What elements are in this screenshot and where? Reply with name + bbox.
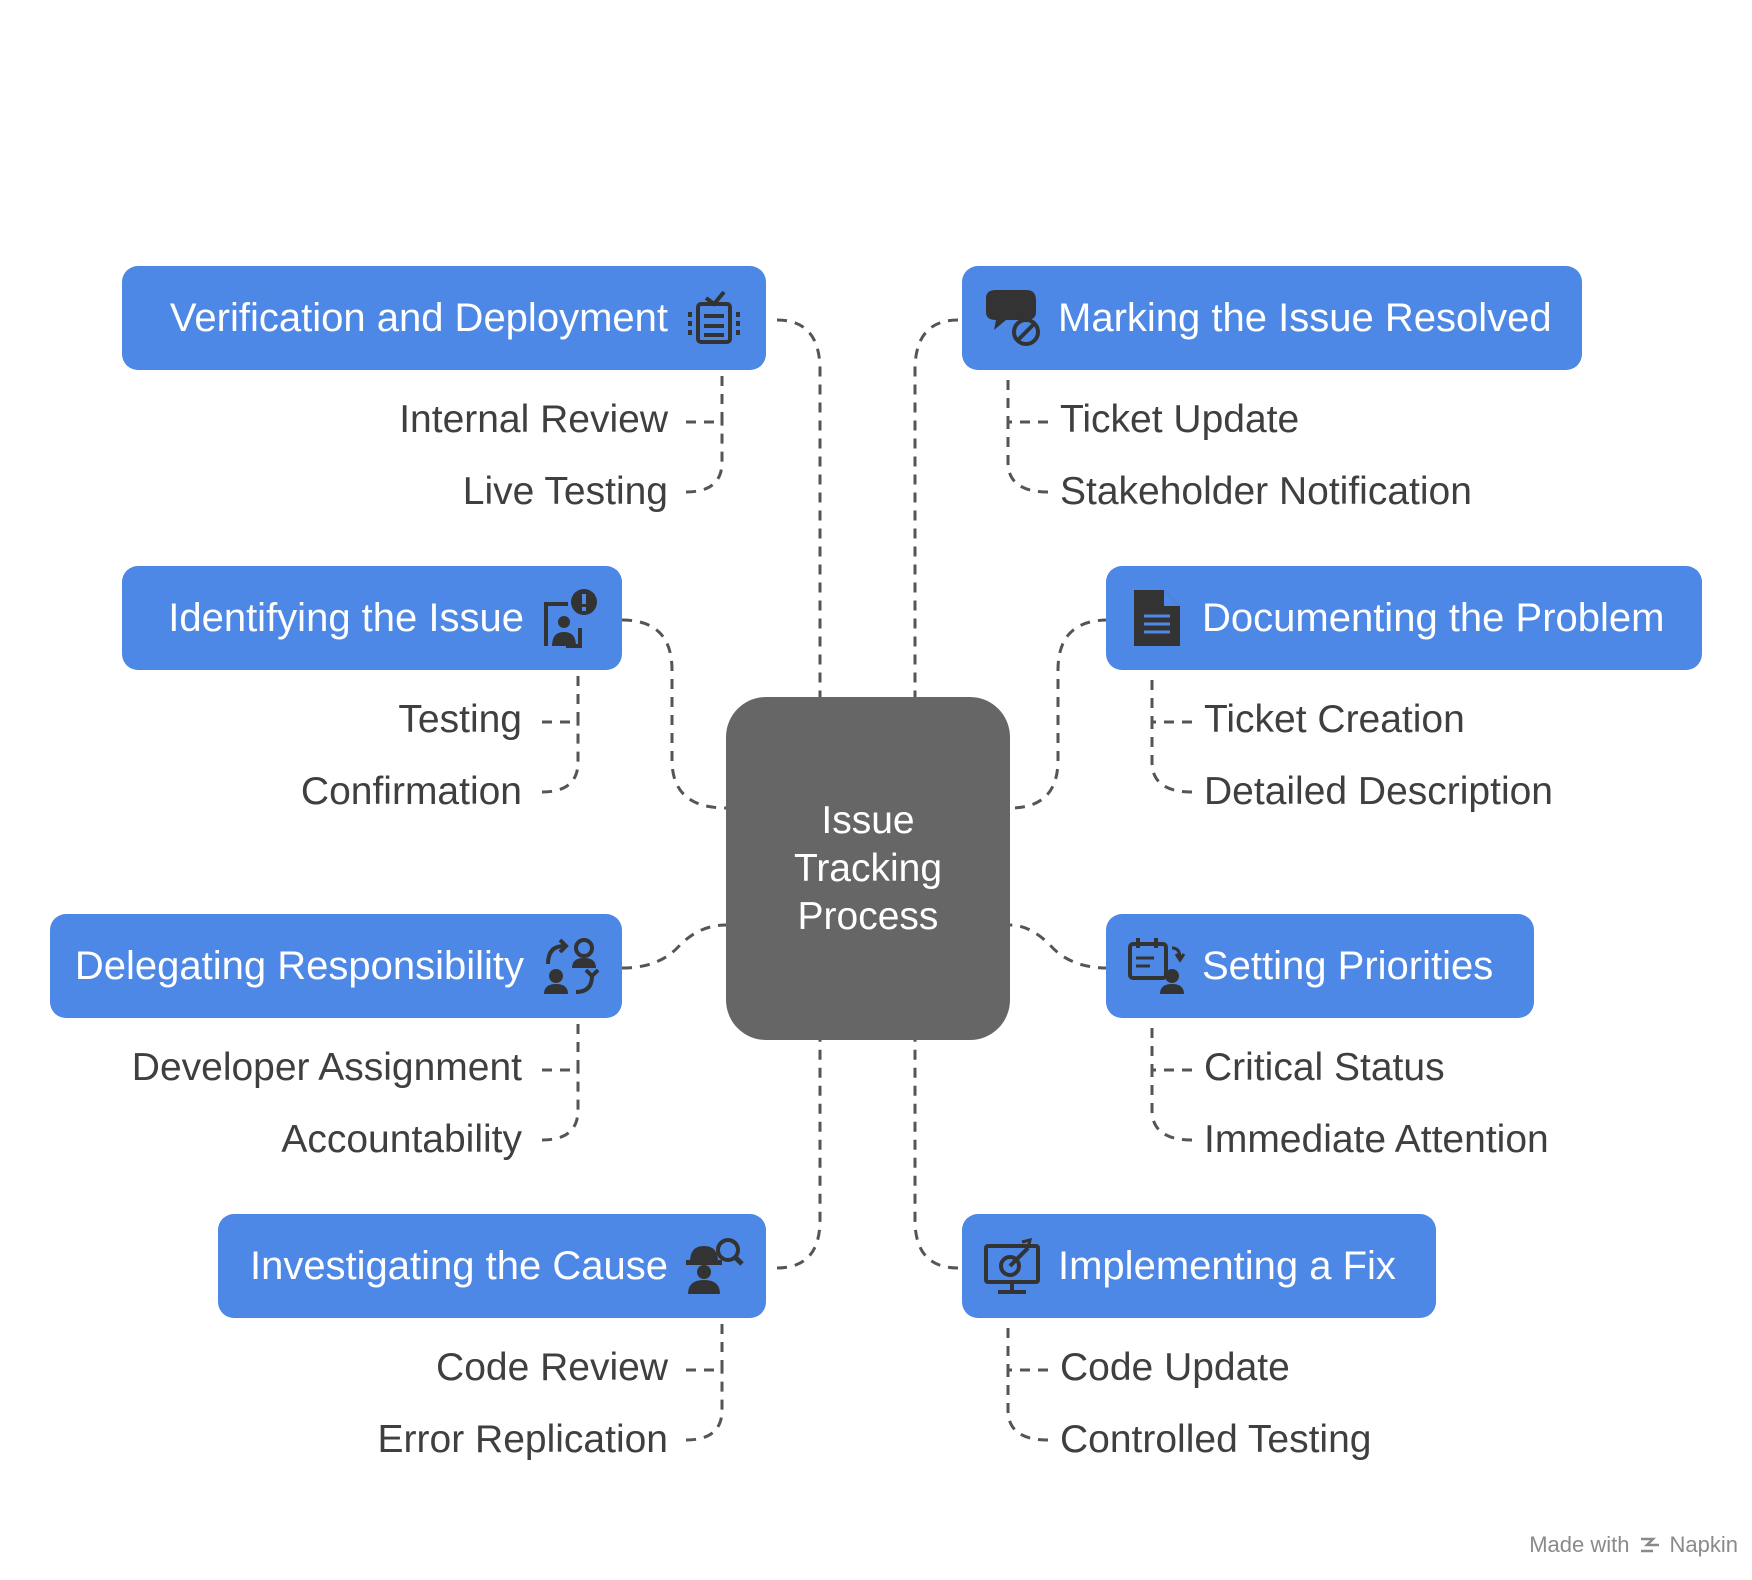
document-icon <box>1126 588 1186 648</box>
sub-connector-marking-1 <box>1006 372 1048 424</box>
topic-label: Verification and Deployment <box>169 295 668 340</box>
topic-label: Delegating Responsibility <box>74 943 524 988</box>
watermark: Made with Napkin <box>1529 1532 1738 1558</box>
watermark-brand: Napkin <box>1669 1532 1738 1557</box>
subtopic-ticket-creation: Ticket Creation <box>1204 698 1465 741</box>
connector-marking <box>913 318 959 697</box>
subtopic-developer-assignment: Developer Assignment <box>131 1046 522 1089</box>
connector-implementing <box>913 1040 959 1270</box>
topic-documenting: Documenting the Problem <box>1106 566 1702 670</box>
checklist-icon <box>684 288 744 348</box>
sub-connector-delegating-1 <box>542 1020 580 1072</box>
topic-priorities: Setting Priorities <box>1106 914 1534 1018</box>
person-alert-icon <box>540 588 600 648</box>
sub-connector-identifying-1 <box>542 672 580 724</box>
subtopic-stakeholder-notification: Stakeholder Notification <box>1060 470 1472 513</box>
watermark-text: Made with <box>1529 1532 1630 1557</box>
sub-connector-documenting-1 <box>1150 672 1192 724</box>
connector-delegating <box>621 923 727 970</box>
sub-connector-verification-2 <box>685 422 724 494</box>
connector-documenting <box>1009 618 1109 810</box>
connector-identifying <box>621 618 727 810</box>
subtopic-immediate-attention: Immediate Attention <box>1204 1118 1549 1161</box>
topic-label: Documenting the Problem <box>1202 595 1665 640</box>
napkin-logo-icon <box>1640 1537 1659 1553</box>
sub-connector-investigating-1 <box>686 1320 724 1372</box>
connector-investigating <box>776 1040 822 1270</box>
monitor-target-icon <box>982 1236 1042 1296</box>
subtopic-code-review: Code Review <box>436 1346 668 1389</box>
central-topic-title: Issue Tracking Process <box>793 798 943 938</box>
sub-connector-implementing-2 <box>1006 1370 1049 1442</box>
topic-delegating: Delegating Responsibility <box>50 914 622 1018</box>
calendar-person-icon <box>1126 936 1186 996</box>
sub-connector-marking-2 <box>1006 422 1049 494</box>
connector-verification <box>776 318 822 697</box>
subtopic-confirmation: Confirmation <box>300 770 522 813</box>
sub-connector-implementing-1 <box>1006 1320 1048 1372</box>
topic-label: Identifying the Issue <box>168 595 524 640</box>
people-swap-icon <box>540 936 600 996</box>
chat-blocked-icon <box>982 288 1042 348</box>
topic-identifying: Identifying the Issue <box>122 566 622 670</box>
topic-investigating: Investigating the Cause <box>218 1214 766 1318</box>
subtopic-ticket-update: Ticket Update <box>1060 398 1300 441</box>
subtopic-detailed-description: Detailed Description <box>1204 770 1554 813</box>
central-topic: Issue Tracking Process <box>726 697 1010 1040</box>
sub-connector-delegating-2 <box>541 1070 580 1142</box>
subtopic-controlled-testing: Controlled Testing <box>1060 1418 1372 1461</box>
subtopic-live-testing: Live Testing <box>462 470 668 513</box>
topic-marking: Marking the Issue Resolved <box>962 266 1582 370</box>
topic-implementing: Implementing a Fix <box>962 1214 1436 1318</box>
subtopic-code-update: Code Update <box>1060 1346 1290 1389</box>
subtopic-internal-review: Internal Review <box>399 398 668 441</box>
subtopic-error-replication: Error Replication <box>377 1418 668 1461</box>
sub-connector-priorities-2 <box>1150 1070 1193 1142</box>
subtopic-critical-status: Critical Status <box>1204 1046 1445 1089</box>
topic-verification: Verification and Deployment <box>122 266 766 370</box>
topic-label: Investigating the Cause <box>249 1243 668 1288</box>
sub-connector-identifying-2 <box>541 722 580 794</box>
sub-connector-investigating-2 <box>685 1370 724 1442</box>
sub-connector-documenting-2 <box>1150 722 1193 794</box>
sub-connector-priorities-1 <box>1150 1020 1192 1072</box>
topic-label: Implementing a Fix <box>1058 1243 1396 1288</box>
worker-search-icon <box>684 1236 744 1296</box>
topic-label: Marking the Issue Resolved <box>1058 295 1552 340</box>
topic-label: Setting Priorities <box>1202 943 1494 988</box>
sub-connector-verification-1 <box>686 372 724 424</box>
subtopic-testing: Testing <box>398 698 522 741</box>
connector-priorities <box>1009 923 1109 970</box>
subtopic-accountability: Accountability <box>281 1118 522 1161</box>
